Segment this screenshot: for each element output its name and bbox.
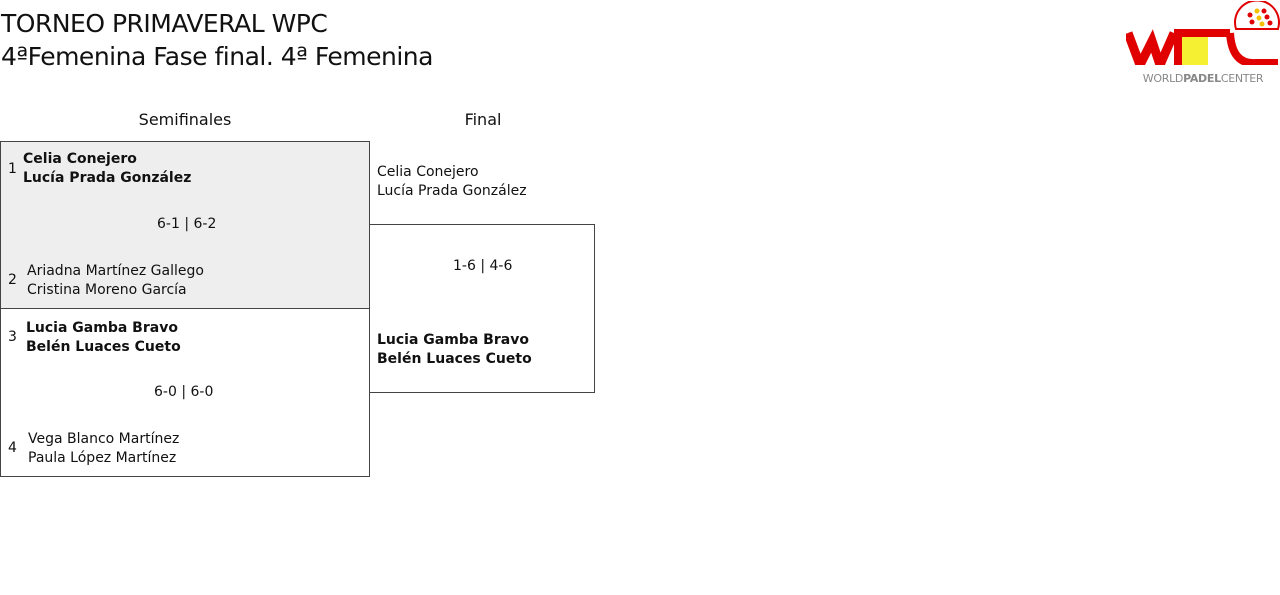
final-team-1: Celia Conejero Lucía Prada González <box>377 163 527 201</box>
round-header-semifinals: Semifinales <box>138 110 232 129</box>
player-name: Lucia Gamba Bravo <box>377 332 529 348</box>
player-name: Cristina Moreno García <box>27 282 187 298</box>
player-name: Lucía Prada González <box>377 183 527 199</box>
semifinal-match-1[interactable]: 1 Celia Conejero Lucía Prada González 6-… <box>0 141 370 309</box>
seed-number: 4 <box>8 440 17 456</box>
seed-number: 1 <box>8 161 17 177</box>
team-loser: Vega Blanco Martínez Paula López Martíne… <box>28 430 179 468</box>
match-score: 1-6 | 4-6 <box>453 258 513 274</box>
player-name: Celia Conejero <box>377 164 479 180</box>
player-name: Celia Conejero <box>23 151 137 167</box>
round-header-final: Final <box>464 110 502 129</box>
team-winner: Celia Conejero Lucía Prada González <box>23 150 191 188</box>
player-name: Ariadna Martínez Gallego <box>27 263 204 279</box>
player-name: Lucía Prada González <box>23 170 192 186</box>
seed-number: 3 <box>8 329 17 345</box>
seed-number: 2 <box>8 272 17 288</box>
player-name: Belén Luaces Cueto <box>377 351 532 367</box>
final-match[interactable]: 1-6 | 4-6 Lucia Gamba Bravo Belén Luaces… <box>369 224 595 393</box>
semifinal-match-2[interactable]: 3 Lucia Gamba Bravo Belén Luaces Cueto 6… <box>0 308 370 477</box>
match-score: 6-1 | 6-2 <box>157 216 217 232</box>
logo-text-center: CENTER <box>1220 72 1264 85</box>
player-name: Belén Luaces Cueto <box>26 339 181 355</box>
player-name: Paula López Martínez <box>28 450 177 466</box>
match-score: 6-0 | 6-0 <box>154 384 214 400</box>
team-winner: Lucia Gamba Bravo Belén Luaces Cueto <box>26 319 181 357</box>
category-subtitle: 4ªFemenina Fase final. 4ª Femenina <box>1 42 433 71</box>
logo-text-world: WORLD <box>1142 72 1184 85</box>
wpc-logo: WORLDPADELCENTER <box>1123 0 1280 85</box>
tournament-title: TORNEO PRIMAVERAL WPC <box>1 9 328 38</box>
player-name: Lucia Gamba Bravo <box>26 320 178 336</box>
player-name: Vega Blanco Martínez <box>28 431 180 447</box>
logo-text-padel: PADEL <box>1183 72 1221 85</box>
team-loser: Ariadna Martínez Gallego Cristina Moreno… <box>27 262 204 300</box>
final-team-2-winner: Lucia Gamba Bravo Belén Luaces Cueto <box>377 331 532 369</box>
